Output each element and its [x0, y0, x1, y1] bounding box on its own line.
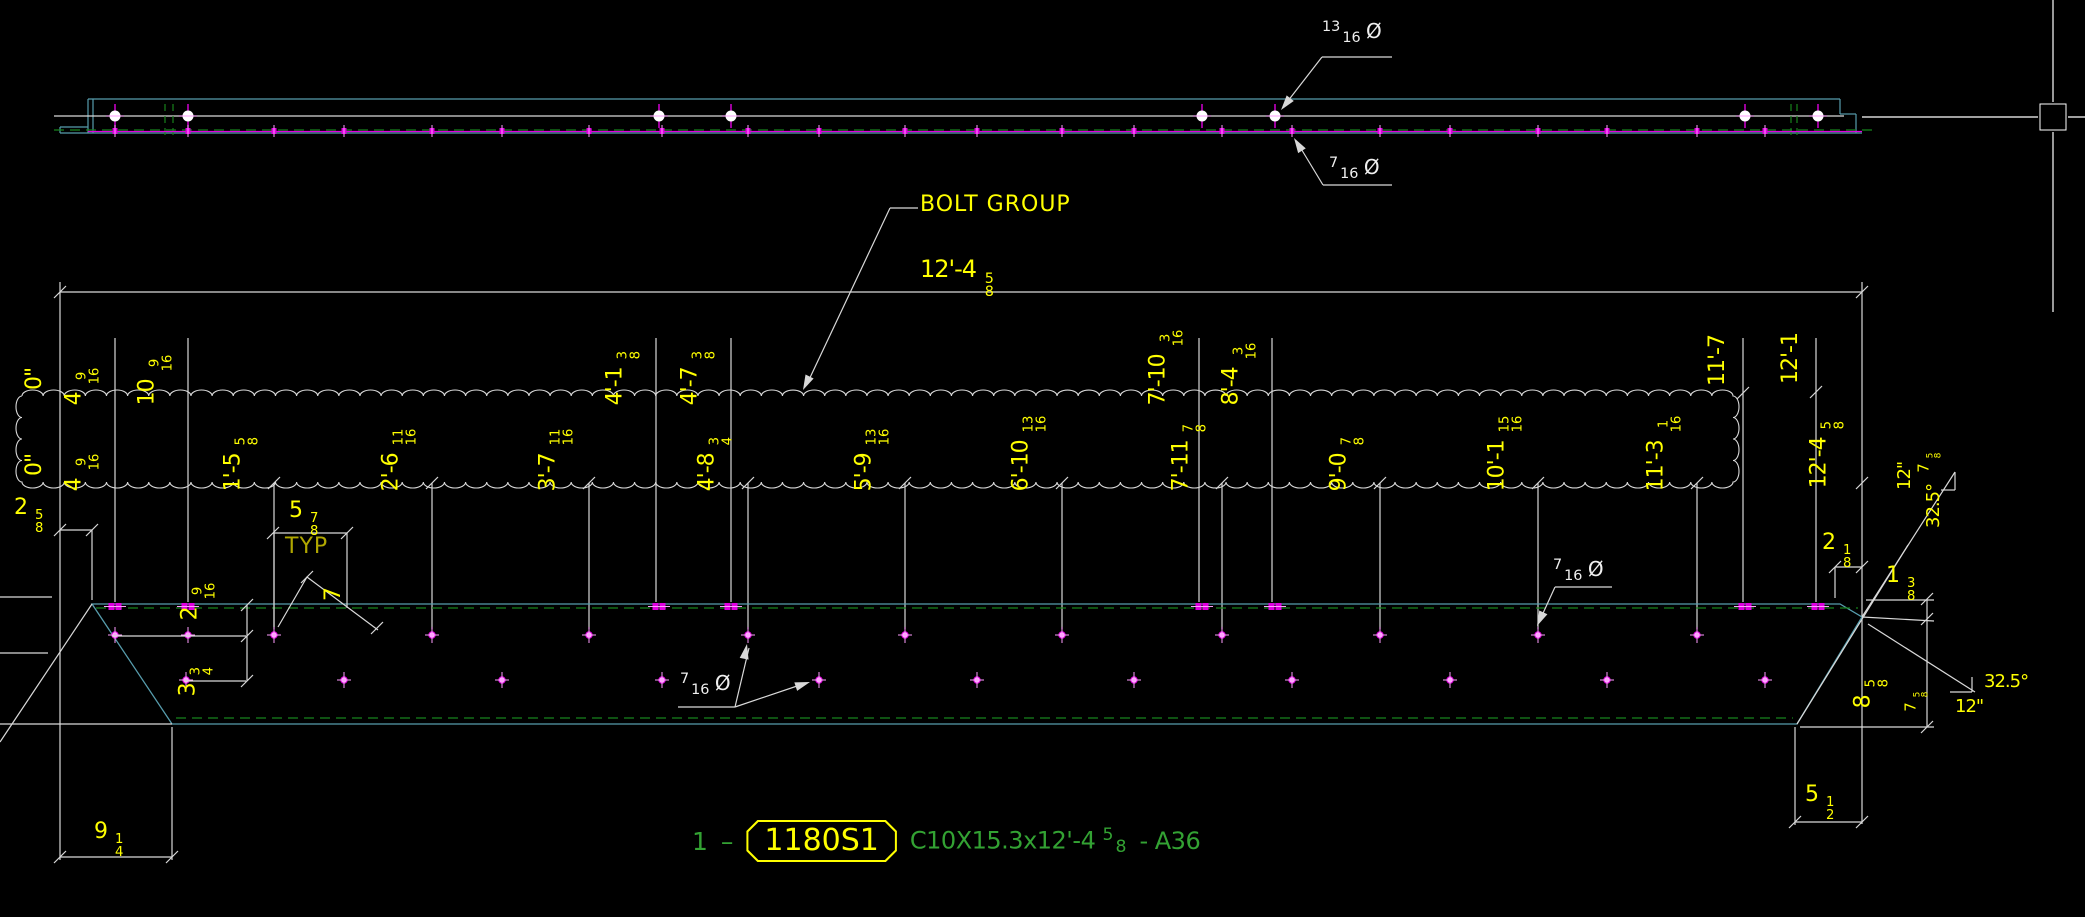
bolt-group-label: BOLT GROUP [920, 192, 1071, 217]
part-mark-row: 1 – 1180S1 C10X15.3x12'-4 58 - A36 [692, 820, 1201, 862]
dim-top-row-8: 12'-1 [1778, 333, 1803, 384]
piece-mark-box-inner: 1180S1 [748, 822, 894, 860]
part-quantity: 1 [692, 826, 708, 856]
dim-left-slope-run: 12" [0, 743, 3, 775]
dim-top-row-7: 11'-7 [1705, 335, 1730, 386]
dim-bottom-row-0: 0" [22, 453, 47, 476]
callout-web-holes-right: 716 Ø [1553, 557, 1604, 584]
dim-slope-run-top: 12" [1894, 461, 1915, 490]
dash-separator: – [720, 826, 734, 856]
member-size: C10X15.3x12'-4 58 [909, 824, 1127, 858]
typ-label: TYP [285, 534, 329, 559]
dim-diagonal-pitch: 7 [321, 588, 346, 601]
dim-slope-angle-bottom: 32.5° [1984, 671, 2029, 692]
material-grade: - A36 [1139, 827, 1201, 855]
piece-mark: 1180S1 [764, 823, 879, 858]
dim-slope-run-bottom: 12" [1955, 696, 1984, 717]
callout-small-hole-dia: 716 Ø [1329, 155, 1380, 182]
dim-top-row-0: 0" [22, 367, 47, 390]
dim-slope-angle-top: 32.5° [1923, 483, 1944, 528]
callout-large-hole-dia: 1316 Ø [1322, 19, 1382, 46]
callout-web-holes-left: 716 Ø [680, 671, 731, 698]
piece-mark-box: 1180S1 [746, 820, 896, 862]
